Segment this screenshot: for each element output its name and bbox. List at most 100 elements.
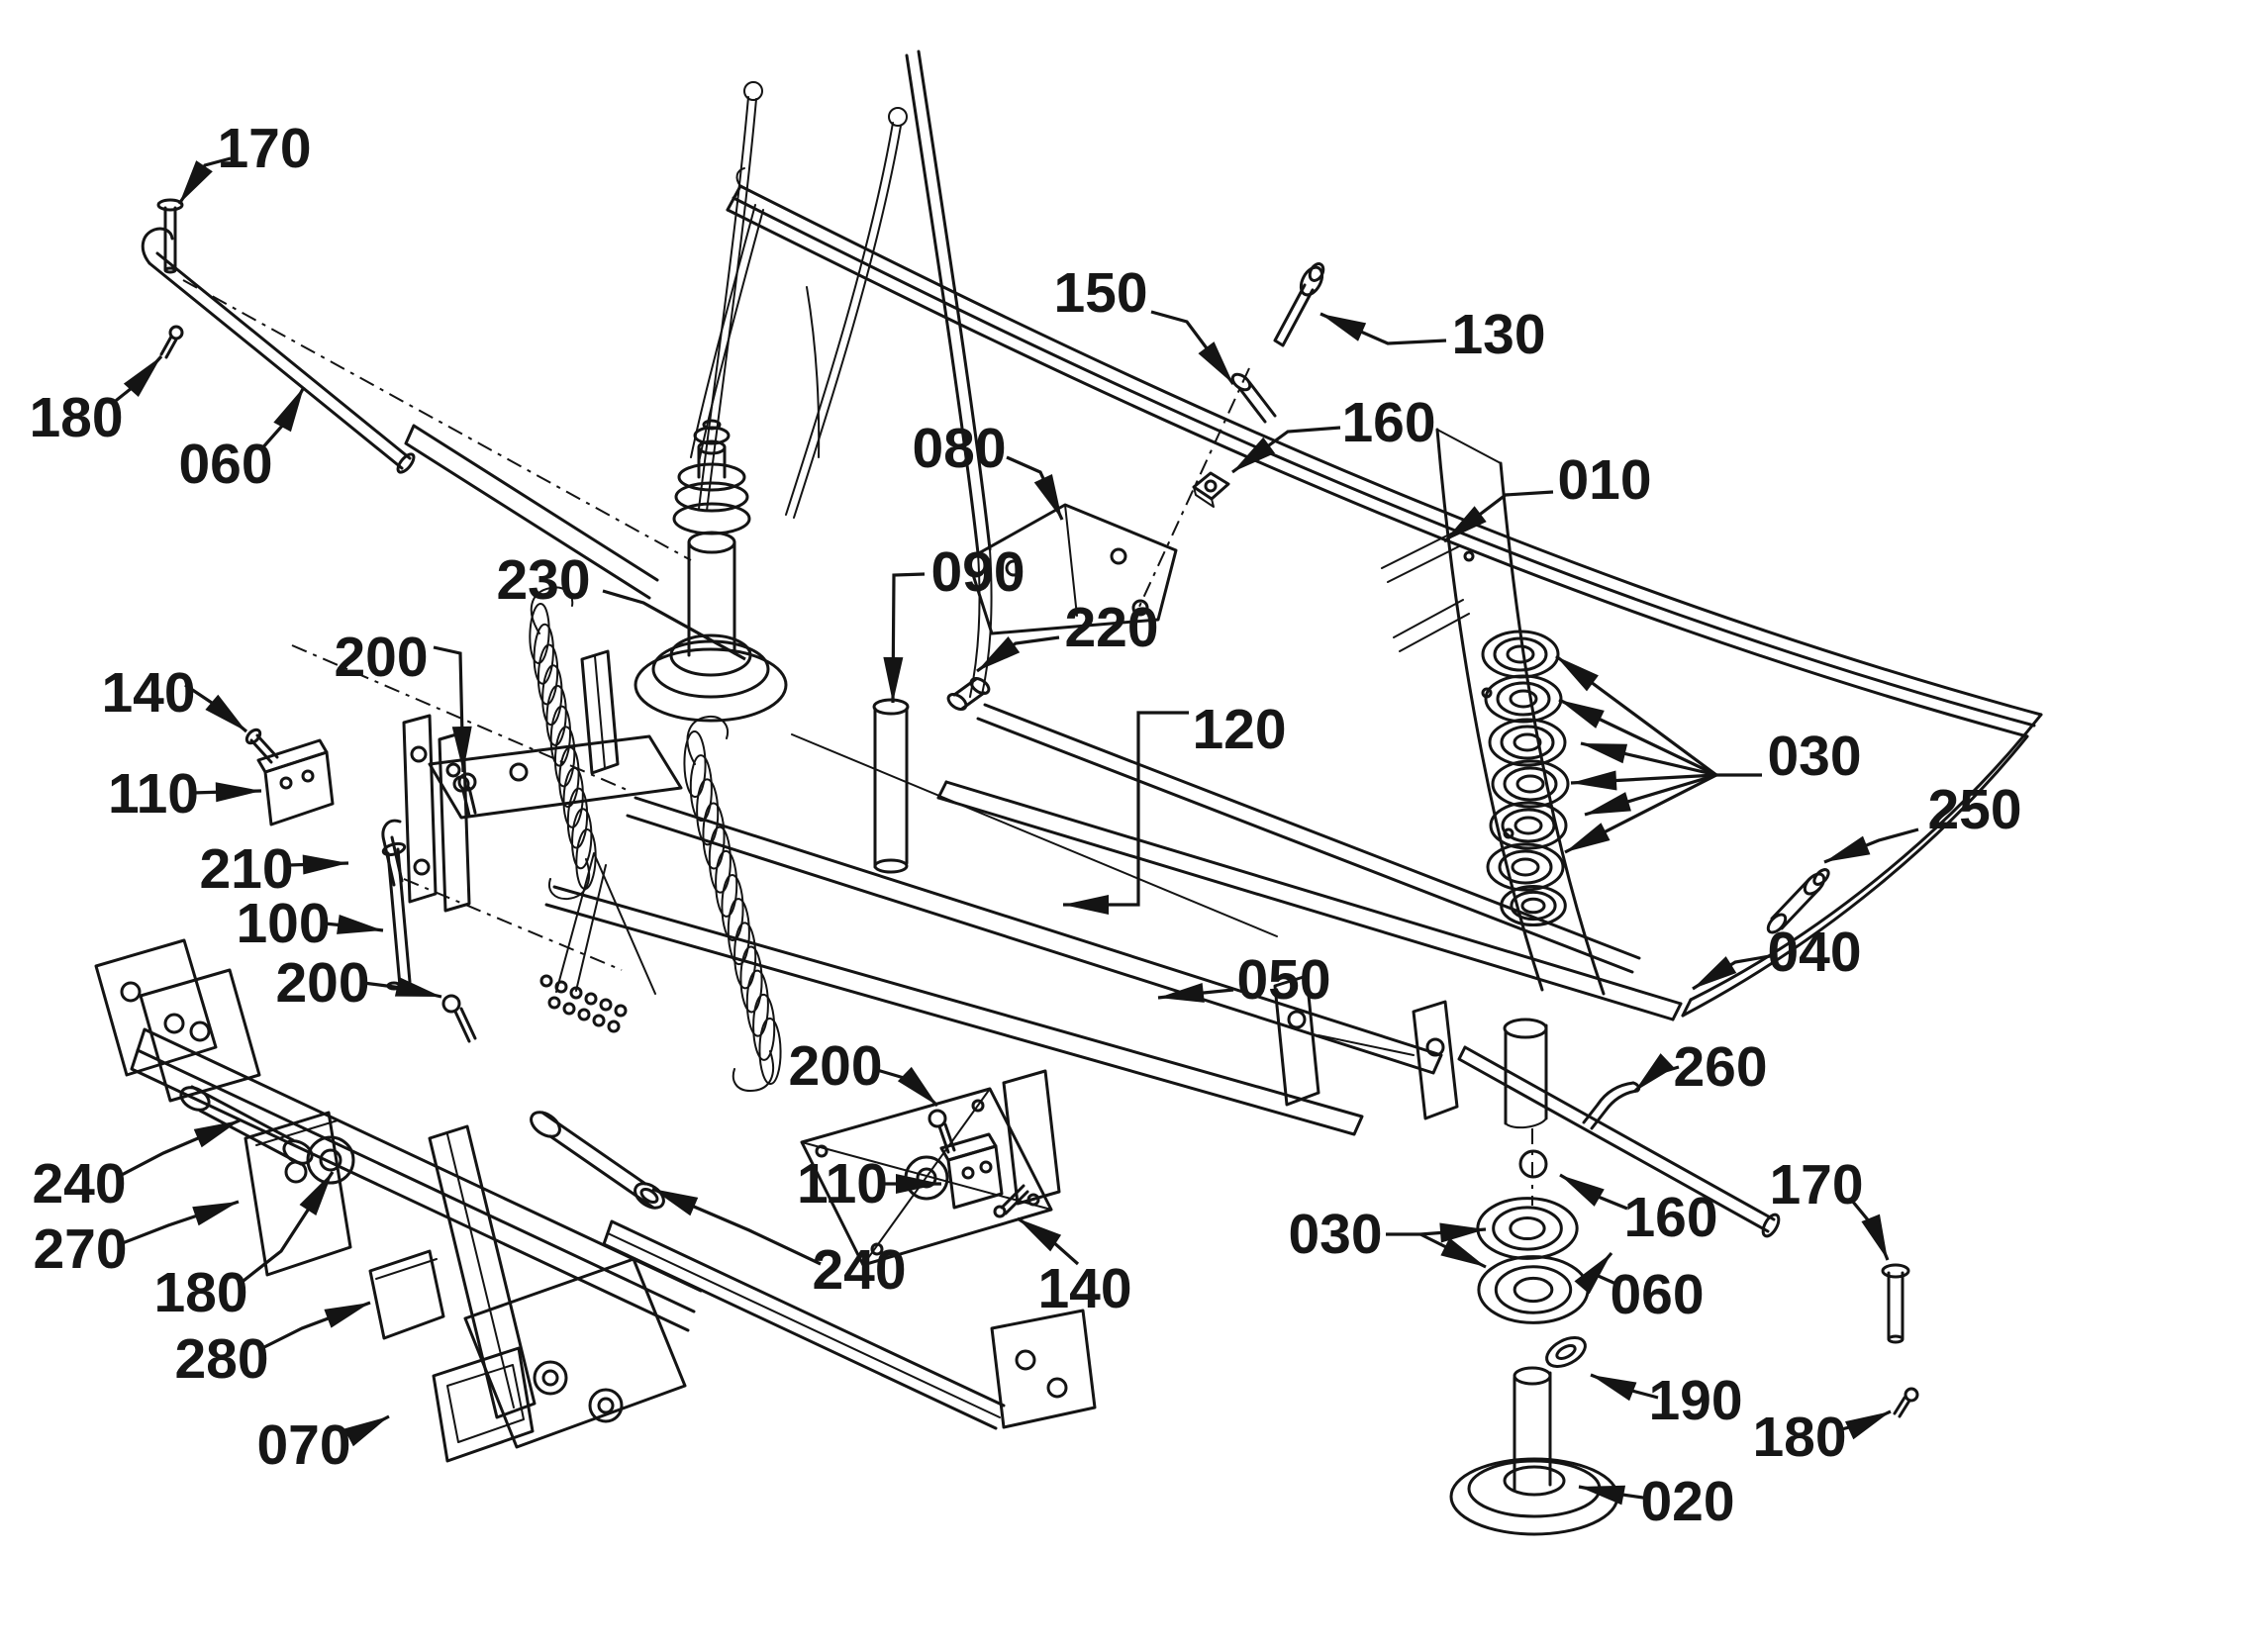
top-bracket-plate-080 [966, 503, 1178, 635]
part-label-030-18: 030 [1555, 654, 1862, 854]
part-number-text: 240 [812, 1238, 906, 1302]
part-number-text: 110 [108, 762, 199, 826]
block-110-left [256, 738, 335, 826]
part-label-180-1: 180 [29, 354, 163, 449]
bracket-280 [368, 1249, 445, 1340]
arrow-head [1198, 341, 1233, 384]
part-number-text: 170 [1769, 1153, 1863, 1216]
part-label-200-4: 200 [334, 626, 472, 773]
part-label-240-29: 240 [32, 1118, 241, 1215]
part-label-110-26: 110 [797, 1152, 941, 1215]
part-label-280-32: 280 [174, 1301, 371, 1391]
part-label-060-2: 060 [178, 386, 306, 496]
part-label-200-27: 200 [788, 1034, 939, 1108]
part-number-text: 220 [1064, 596, 1158, 659]
part-number-text: 240 [32, 1152, 126, 1215]
part-label-270-30: 270 [33, 1200, 240, 1281]
kingpin-swivel-assembly [634, 419, 788, 723]
part-label-150-13: 150 [1053, 261, 1235, 385]
part-number-text: 030 [1767, 725, 1861, 788]
part-number-text: 150 [1053, 261, 1147, 325]
leader-line [891, 572, 926, 704]
plate-270 [244, 1111, 352, 1277]
part-number-text: 160 [1623, 1186, 1717, 1249]
arrow-head [1693, 956, 1737, 989]
long-pin-100 [381, 841, 412, 991]
part-labels: 1701800602302001401102101002000902201201… [29, 117, 2021, 1533]
part-label-160-15: 160 [1231, 391, 1436, 474]
arrow-head [1556, 656, 1599, 692]
trip-edge-assembly [602, 1069, 1097, 1430]
edge-roller-column [1481, 630, 1570, 927]
arrow-head [1063, 895, 1109, 915]
part-number-text: 070 [256, 1413, 350, 1477]
ball-pin-180-topleft [159, 325, 184, 359]
arrow-head [215, 782, 261, 803]
pin-250 [1766, 868, 1830, 934]
part-label-030-24: 030 [1288, 1203, 1487, 1269]
part-number-text: 250 [1927, 778, 2021, 841]
arrow-head [337, 915, 383, 934]
part-number-text: 050 [1236, 948, 1330, 1012]
hairpin-260 [1582, 1081, 1641, 1130]
part-number-text: 210 [199, 837, 293, 901]
part-label-170-0: 170 [177, 117, 312, 205]
part-number-text: 080 [912, 417, 1006, 480]
part-number-text: 140 [1037, 1257, 1131, 1320]
part-number-text: 010 [1557, 448, 1651, 512]
arrow-head [299, 1172, 333, 1216]
part-number-text: 030 [1288, 1203, 1382, 1266]
arrow-head [1574, 1253, 1611, 1295]
part-label-040-20: 040 [1692, 921, 1862, 991]
arrow-head [1861, 1214, 1888, 1260]
part-number-text: 100 [236, 892, 330, 955]
part-number-text: 160 [1341, 391, 1435, 454]
pin-090 [872, 698, 910, 874]
part-label-090-10: 090 [883, 540, 1025, 704]
block-110-right [946, 1144, 1004, 1210]
arrow-head [1320, 314, 1367, 341]
part-number-text: 200 [275, 951, 369, 1015]
part-label-240-28: 240 [651, 1187, 907, 1302]
part-number-text: 110 [797, 1152, 888, 1215]
assembly-centerlines [182, 279, 1533, 1206]
lynch-pin-200-upper [452, 775, 477, 818]
arrow-head [1565, 823, 1611, 852]
part-label-260-22: 260 [1632, 1035, 1768, 1099]
ball-pin-180-bottomright [1893, 1387, 1919, 1418]
receiver-box [432, 1346, 535, 1463]
part-number-text: 270 [33, 1217, 127, 1281]
anchor-pin-220 [946, 676, 991, 712]
a-frame [402, 649, 1459, 1136]
leader-line [1231, 426, 1341, 474]
arrow-head [1559, 700, 1605, 729]
hinge-boss-180 [306, 1135, 355, 1185]
part-number-text: 130 [1451, 303, 1545, 366]
part-number-text: 200 [334, 626, 428, 689]
part-number-text: 060 [178, 433, 272, 496]
arrow-head [896, 1174, 941, 1194]
part-number-text: 140 [101, 661, 195, 725]
part-label-120-12: 120 [1063, 698, 1287, 915]
part-label-010-17: 010 [1443, 448, 1652, 543]
part-number-text: 020 [1640, 1470, 1734, 1533]
arrow-head [1591, 1375, 1637, 1402]
arrow-head [343, 1416, 389, 1447]
arrow-head [394, 977, 441, 997]
part-label-210-7: 210 [199, 837, 349, 901]
arrow-head [1845, 1411, 1891, 1440]
arrow-head [192, 1202, 239, 1226]
part-label-180-37: 180 [1752, 1406, 1892, 1469]
hook-pin-200-bottom [928, 1109, 947, 1128]
pin-140-right [1000, 1184, 1029, 1215]
arrow-head [883, 656, 904, 703]
ring-190 [1545, 1336, 1587, 1368]
part-number-text: 190 [1648, 1369, 1742, 1432]
part-label-230-3: 230 [496, 548, 746, 661]
part-number-text: 120 [1192, 698, 1286, 761]
arrow-head [179, 160, 213, 204]
arrow-head [451, 726, 472, 772]
caster-disc-020 [1449, 1457, 1619, 1536]
part-label-180-31: 180 [153, 1171, 335, 1324]
